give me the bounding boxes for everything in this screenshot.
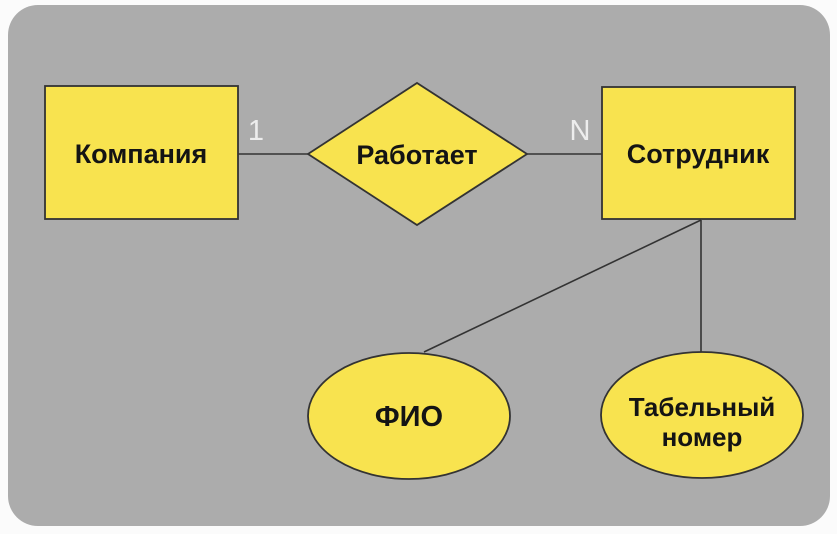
attribute-personnel-number-label-line2: номер [662,422,743,452]
entity-company: Компания [44,85,239,220]
attribute-personnel-number: Табельный номер [600,351,804,479]
relationship-works-diamond [306,81,529,227]
edge-employee-fio [423,219,702,353]
attribute-fio: ФИО [307,352,511,480]
attribute-fio-label: ФИО [375,401,443,433]
cardinality-n-label: N [570,115,591,147]
entity-company-box [44,85,239,220]
attribute-personnel-number-label-line1: Табельный [629,392,776,422]
attribute-personnel-number-ellipse [600,351,804,479]
relationship-works: Работает [306,81,529,227]
entity-employee: Сотрудник [601,86,796,220]
entity-company-label: Компания [75,139,208,169]
cardinality-one-label: 1 [248,115,264,147]
attribute-fio-ellipse [307,352,511,480]
entity-employee-label: Сотрудник [627,139,770,169]
relationship-works-label: Работает [356,140,477,170]
entity-employee-box [601,86,796,220]
